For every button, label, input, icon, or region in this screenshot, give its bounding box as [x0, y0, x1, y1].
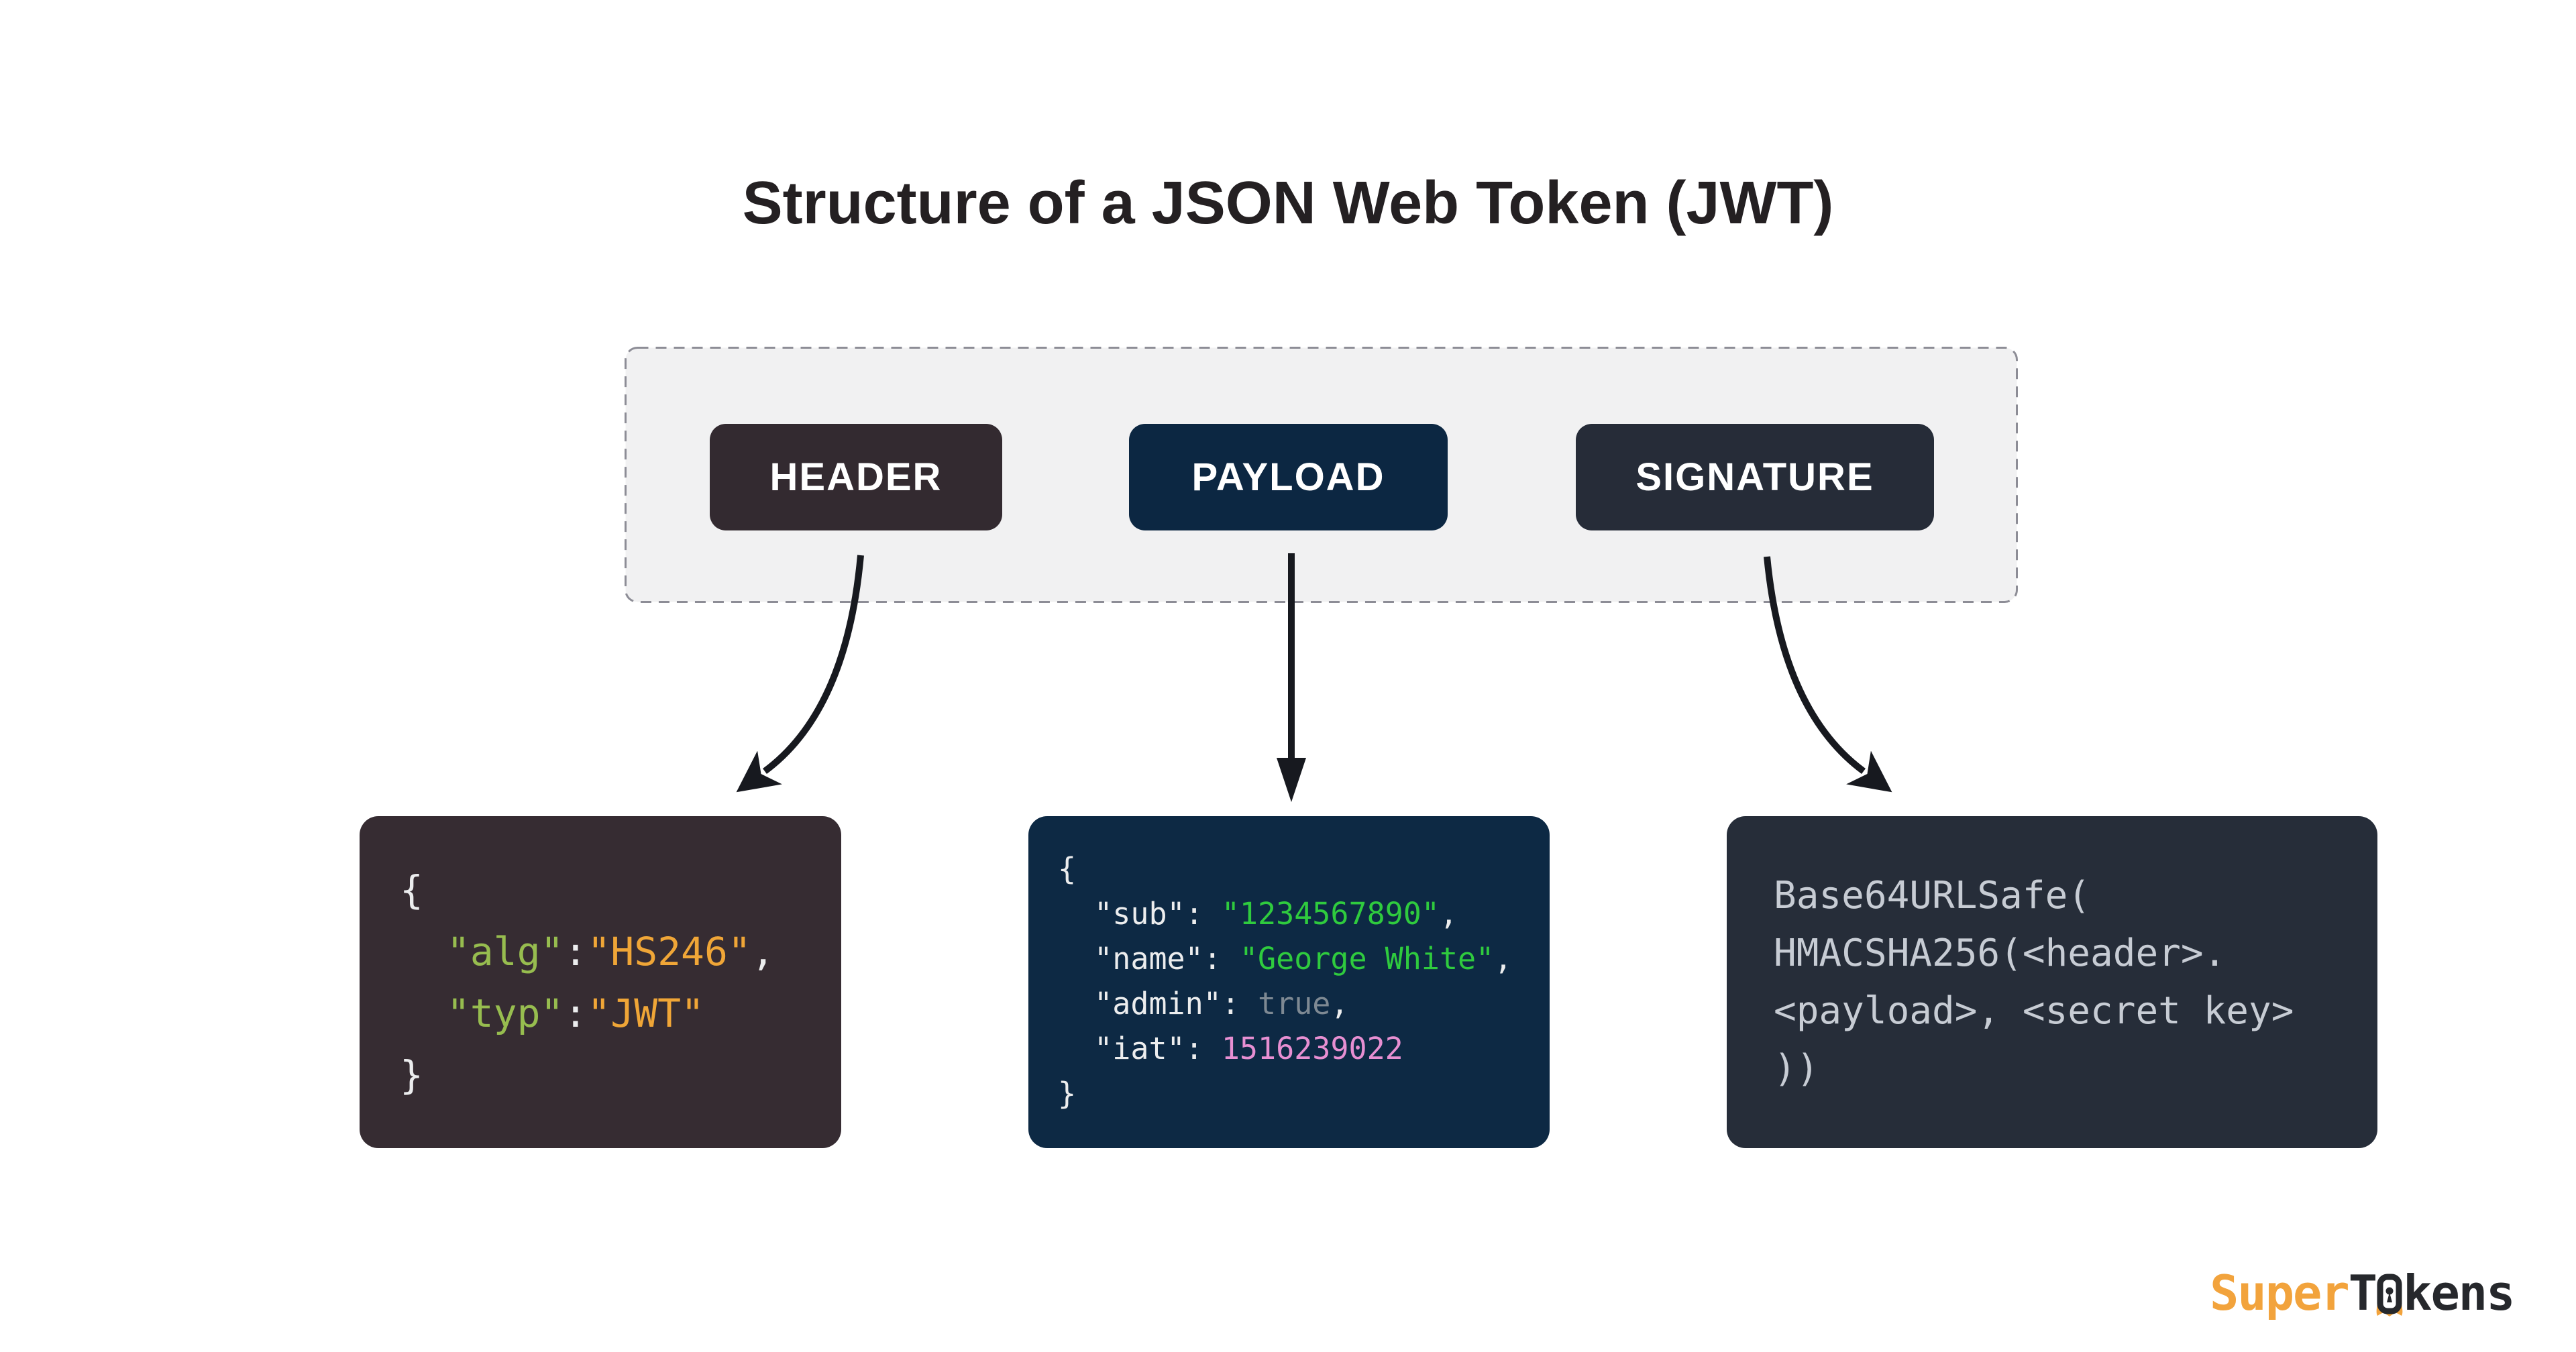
payload-code-box: { "sub": "1234567890", "name": "George W… [1028, 816, 1550, 1148]
header-code-box: { "alg":"HS246", "typ":"JWT"} [360, 816, 841, 1148]
code-line: )) [1774, 1047, 1819, 1090]
diagram-title: Structure of a JSON Web Token (JWT) [742, 170, 1834, 237]
code-line: "name": "George White", [1058, 941, 1513, 976]
code-line: } [1058, 1076, 1077, 1111]
lock-icon [2376, 1274, 2403, 1316]
signature-code-box: Base64URLSafe( HMACSHA256(<header>. <paylo… [1727, 816, 2377, 1148]
signature-chip-label: SIGNATURE [1635, 455, 1874, 499]
code-line: Base64URLSafe( [1774, 874, 2091, 917]
payload-chip-label: PAYLOAD [1191, 455, 1385, 499]
code-line: { [400, 867, 423, 913]
code-line: { [1058, 851, 1077, 887]
code-line: HMACSHA256(<header>. [1774, 932, 2226, 975]
code-line: "admin": true, [1058, 986, 1349, 1021]
code-line: "sub": "1234567890", [1058, 896, 1458, 932]
logo-text-kens: kens [2403, 1265, 2515, 1321]
header-chip-label: HEADER [769, 455, 943, 499]
signature-chip: SIGNATURE [1576, 424, 1934, 530]
payload-chip: PAYLOAD [1129, 424, 1448, 530]
keyhole-circle [2385, 1287, 2394, 1295]
code-line: "typ":"JWT" [446, 991, 704, 1036]
logo-text-t: T [2348, 1265, 2377, 1321]
code-line: "iat": 1516239022 [1058, 1031, 1403, 1066]
code-line: "alg":"HS246", [446, 929, 775, 974]
keyhole-stem [2387, 1292, 2393, 1302]
supertokens-logo: SuperT kens [2210, 1265, 2516, 1321]
logo-text-super: Super [2210, 1265, 2350, 1321]
header-chip: HEADER [710, 424, 1002, 530]
code-line: } [400, 1052, 423, 1098]
code-line: <payload>, <secret key> [1774, 989, 2294, 1033]
